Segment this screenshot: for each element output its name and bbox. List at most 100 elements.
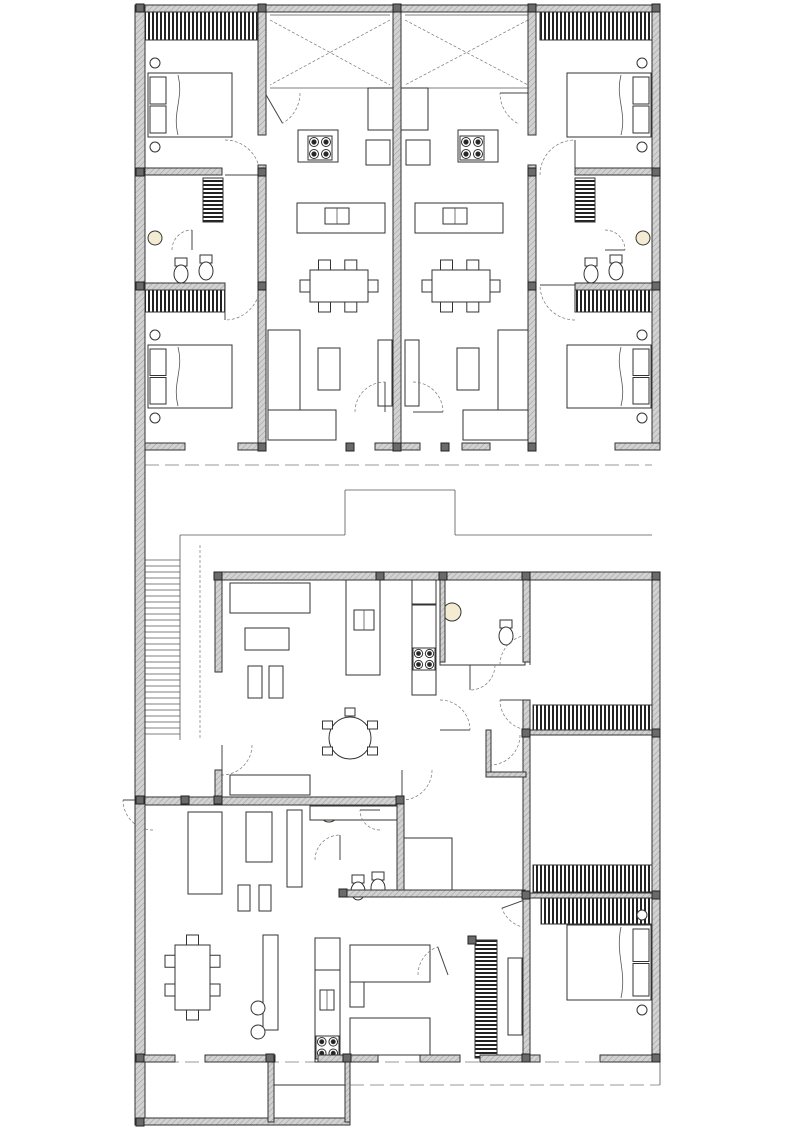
door-swing: [122, 799, 154, 831]
chair: [209, 983, 221, 997]
column: [135, 1053, 145, 1063]
sofa: [497, 329, 531, 411]
column: [651, 3, 661, 13]
wall: [651, 4, 661, 451]
storage-cabinet: [401, 837, 453, 894]
column: [135, 795, 145, 805]
column: [521, 571, 531, 581]
wall: [485, 729, 492, 776]
armchair: [247, 665, 263, 699]
armchair: [268, 665, 284, 699]
wall: [344, 1061, 351, 1123]
chair: [344, 301, 358, 313]
stove-burner-center: [427, 651, 432, 656]
door-swing: [439, 699, 471, 731]
nightstand-lamp: [636, 141, 648, 153]
door-swing: [412, 381, 444, 413]
armchair: [237, 884, 251, 912]
chair: [466, 301, 480, 313]
column: [440, 442, 450, 452]
patio-diagonal: [404, 19, 529, 86]
bed-pillow: [632, 963, 650, 997]
stove-burner-center: [427, 662, 432, 667]
column: [135, 3, 145, 13]
stove-burner-center: [323, 151, 329, 157]
bed-pillow: [149, 377, 167, 405]
door-swing: [354, 381, 386, 413]
door-swing: [282, 92, 301, 124]
column: [527, 167, 537, 177]
column: [527, 442, 537, 452]
closet: [574, 289, 653, 313]
nightstand-lamp: [149, 412, 161, 424]
wall: [529, 892, 653, 899]
nightstand-lamp: [149, 141, 161, 153]
bar-counter: [262, 934, 279, 1031]
column: [651, 1053, 661, 1063]
wall: [134, 1117, 351, 1126]
column: [651, 167, 661, 177]
wall: [396, 796, 405, 896]
wall: [144, 442, 186, 451]
bed-pillow: [632, 76, 650, 105]
chair: [440, 301, 453, 313]
stove-burner-center: [319, 1039, 325, 1045]
windows: [145, 14, 661, 1086]
column: [135, 1117, 145, 1127]
armchair: [258, 884, 272, 912]
door-swing: [469, 664, 496, 691]
stove-burner-center: [323, 139, 329, 145]
column: [257, 3, 267, 13]
nightstand-lamp: [636, 57, 648, 69]
column: [651, 281, 661, 291]
sideboard: [229, 774, 311, 796]
bed-sheet-fold: [175, 74, 181, 136]
door-swing: [221, 744, 253, 776]
wall: [529, 729, 653, 736]
column: [135, 281, 145, 291]
vanity: [309, 805, 399, 821]
coffee-table: [456, 347, 480, 391]
washbasin: [147, 230, 163, 246]
bed-pillow: [149, 76, 167, 105]
chair: [466, 259, 480, 271]
chair: [367, 279, 379, 293]
closet: [474, 939, 498, 1059]
door-swing: [171, 229, 193, 251]
chair: [299, 279, 311, 293]
toilet-bowl: [583, 264, 599, 284]
wall: [204, 1054, 276, 1063]
column: [135, 167, 145, 177]
column: [213, 571, 223, 581]
wall: [214, 571, 223, 673]
patio-diagonal: [404, 19, 529, 86]
wall: [392, 4, 402, 451]
chair: [344, 259, 358, 271]
bed-pillow: [149, 105, 167, 134]
door-swing: [499, 92, 518, 124]
door-swing: [314, 834, 341, 861]
bed-pillow: [632, 928, 650, 962]
dining-table: [309, 269, 369, 303]
nightstand-lamp: [636, 329, 648, 341]
column: [392, 442, 402, 452]
column: [265, 1053, 275, 1063]
dining-table: [431, 269, 491, 303]
single-bed: [349, 1017, 431, 1056]
bed-pillow: [632, 105, 650, 134]
column: [651, 728, 661, 738]
column: [521, 890, 531, 900]
bed-sheet-fold: [618, 926, 624, 999]
door-leaf: [264, 92, 283, 124]
toilet-bowl: [198, 261, 214, 281]
bed-pillow: [632, 377, 650, 405]
chair: [367, 746, 379, 756]
door-swing: [539, 139, 576, 176]
wall: [479, 1054, 541, 1063]
chair: [440, 259, 453, 271]
wall: [527, 4, 537, 136]
closet: [532, 704, 653, 731]
door-swing: [604, 229, 626, 251]
coffee-table: [245, 811, 273, 863]
wall: [522, 699, 531, 1061]
